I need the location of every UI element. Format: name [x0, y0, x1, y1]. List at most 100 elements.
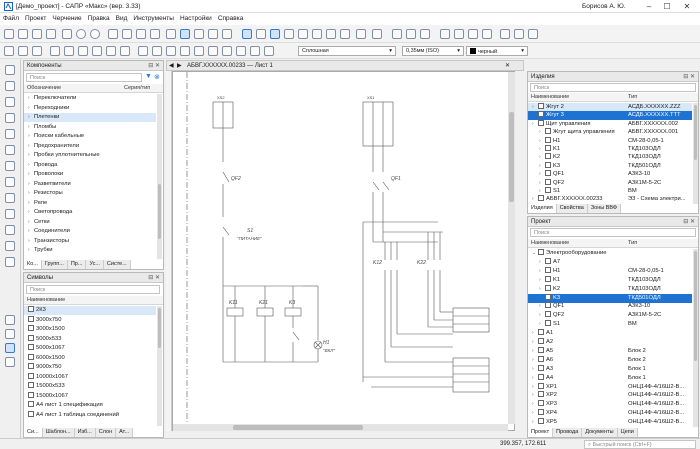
expand-arrow-icon[interactable]: ›	[539, 188, 541, 194]
tab-products[interactable]: Изделия	[528, 204, 557, 213]
components-search[interactable]: Поиск	[26, 73, 142, 82]
component-item[interactable]: ›Переключатели	[24, 94, 156, 103]
menu-tools[interactable]: Инструменты	[133, 15, 174, 22]
tool-cable-icon[interactable]	[5, 113, 15, 123]
quick-search-input[interactable]: ⌕ Быстрый поиск (Ctrl+F)	[584, 440, 696, 449]
cut-icon[interactable]	[32, 46, 42, 56]
minimize-icon[interactable]: –	[646, 2, 652, 11]
expand-arrow-icon[interactable]: ›	[532, 383, 534, 390]
expand-arrow-icon[interactable]: ›	[539, 162, 541, 169]
tab-pr[interactable]: Пр...	[67, 260, 87, 269]
tool-splice-icon[interactable]	[5, 177, 15, 187]
expand-arrow-icon[interactable]: ›	[28, 218, 30, 225]
tool-terminal-icon[interactable]	[5, 161, 15, 171]
print-icon[interactable]	[46, 29, 56, 39]
tab-attributes[interactable]: Ат...	[116, 428, 134, 437]
clear-filter-icon[interactable]: ⊗	[154, 74, 160, 81]
tab-properties[interactable]: Свойства	[556, 204, 588, 213]
expand-arrow-icon[interactable]: ›	[28, 209, 30, 215]
components-scrollbar[interactable]	[157, 94, 162, 259]
tool-bundle-icon[interactable]	[5, 129, 15, 139]
symbol-item[interactable]: 5000х533	[24, 334, 156, 344]
expand-arrow-icon[interactable]: ›	[532, 374, 534, 381]
tool-arrow-icon[interactable]	[5, 241, 15, 251]
tab-scroll-right-icon[interactable]: ▶	[177, 63, 182, 69]
tool-grid-icon[interactable]	[5, 343, 15, 353]
expand-arrow-icon[interactable]: ›	[532, 347, 534, 354]
symbol-item[interactable]: 10000х1067	[24, 372, 156, 382]
move-icon[interactable]	[106, 46, 116, 56]
mirror-icon[interactable]	[78, 46, 88, 56]
arc-icon[interactable]	[222, 29, 232, 39]
cable-icon[interactable]	[468, 29, 478, 39]
expand-arrow-icon[interactable]: ›	[532, 330, 534, 337]
select-icon[interactable]	[180, 29, 190, 39]
canvas-hscroll[interactable]	[173, 424, 508, 431]
tab-circuits[interactable]: Цепи	[617, 428, 638, 437]
component-item[interactable]: ›Пломбы	[24, 123, 156, 132]
tool-wire-icon[interactable]	[5, 97, 15, 107]
snap-grid-icon[interactable]	[242, 29, 252, 39]
undo-icon[interactable]	[166, 29, 176, 39]
ortho-icon[interactable]	[356, 29, 366, 39]
products-scrollbar[interactable]	[693, 103, 698, 204]
zoom-out-icon[interactable]	[122, 29, 132, 39]
group-icon[interactable]	[222, 46, 232, 56]
tool-connector-icon[interactable]	[5, 81, 15, 91]
menu-view[interactable]: Вид	[115, 15, 128, 22]
expand-arrow-icon[interactable]: ›	[539, 294, 541, 301]
menu-drawing[interactable]: Черчение	[52, 15, 82, 22]
front-icon[interactable]	[250, 46, 260, 56]
project-search[interactable]: Поиск	[530, 228, 696, 237]
close-icon[interactable]: ✕	[683, 2, 691, 11]
symbol-item[interactable]: 2К3	[24, 306, 156, 315]
symbol-item[interactable]: 6000х1500	[24, 353, 156, 363]
bundle-icon[interactable]	[482, 29, 492, 39]
expand-arrow-icon[interactable]: ›	[532, 112, 534, 119]
binoculars-icon[interactable]	[372, 29, 382, 39]
symbols-scrollbar[interactable]	[157, 306, 162, 426]
tool-crossline-icon[interactable]	[5, 257, 15, 267]
component-item[interactable]: ›Разветвители	[24, 180, 156, 189]
symbols-search[interactable]: Поиск	[26, 285, 160, 294]
tab-symbols[interactable]: Си...	[24, 428, 43, 437]
menu-project[interactable]: Проект	[24, 15, 47, 22]
expand-arrow-icon[interactable]: ›	[539, 146, 541, 152]
expand-arrow-icon[interactable]: ›	[28, 133, 30, 139]
expand-arrow-icon[interactable]: ›	[539, 258, 541, 265]
line-icon[interactable]	[194, 29, 204, 39]
expand-arrow-icon[interactable]: ›	[539, 276, 541, 283]
grid-icon[interactable]	[500, 29, 510, 39]
tool-ground-icon[interactable]	[5, 225, 15, 235]
tool-component-icon[interactable]	[5, 65, 15, 75]
expand-arrow-icon[interactable]: ›	[539, 267, 541, 274]
tool-dots-icon[interactable]	[5, 315, 15, 325]
component-item[interactable]: ›Светопровода	[24, 208, 156, 217]
scale-icon[interactable]	[120, 46, 130, 56]
expand-arrow-icon[interactable]: ›	[28, 152, 30, 158]
document-tab[interactable]: АБВГ.XXXXXX.00233 — Лист 1	[187, 63, 273, 69]
tool-label-icon[interactable]	[5, 209, 15, 219]
component-item[interactable]: ›Трубки	[24, 246, 156, 255]
component-item[interactable]: ›Соединители	[24, 227, 156, 236]
tab-scroll-left-icon[interactable]: ◀	[169, 63, 174, 69]
symbol-item[interactable]: А4 лист 1 спецификация	[24, 401, 156, 410]
tab-groups[interactable]: Групп...	[41, 260, 68, 269]
paste-icon[interactable]	[18, 46, 28, 56]
pan-icon[interactable]	[150, 29, 160, 39]
expand-arrow-icon[interactable]: ›	[28, 237, 30, 244]
menu-help[interactable]: Справка	[217, 15, 244, 22]
dim-icon[interactable]	[50, 46, 60, 56]
align-left-icon[interactable]	[138, 46, 148, 56]
